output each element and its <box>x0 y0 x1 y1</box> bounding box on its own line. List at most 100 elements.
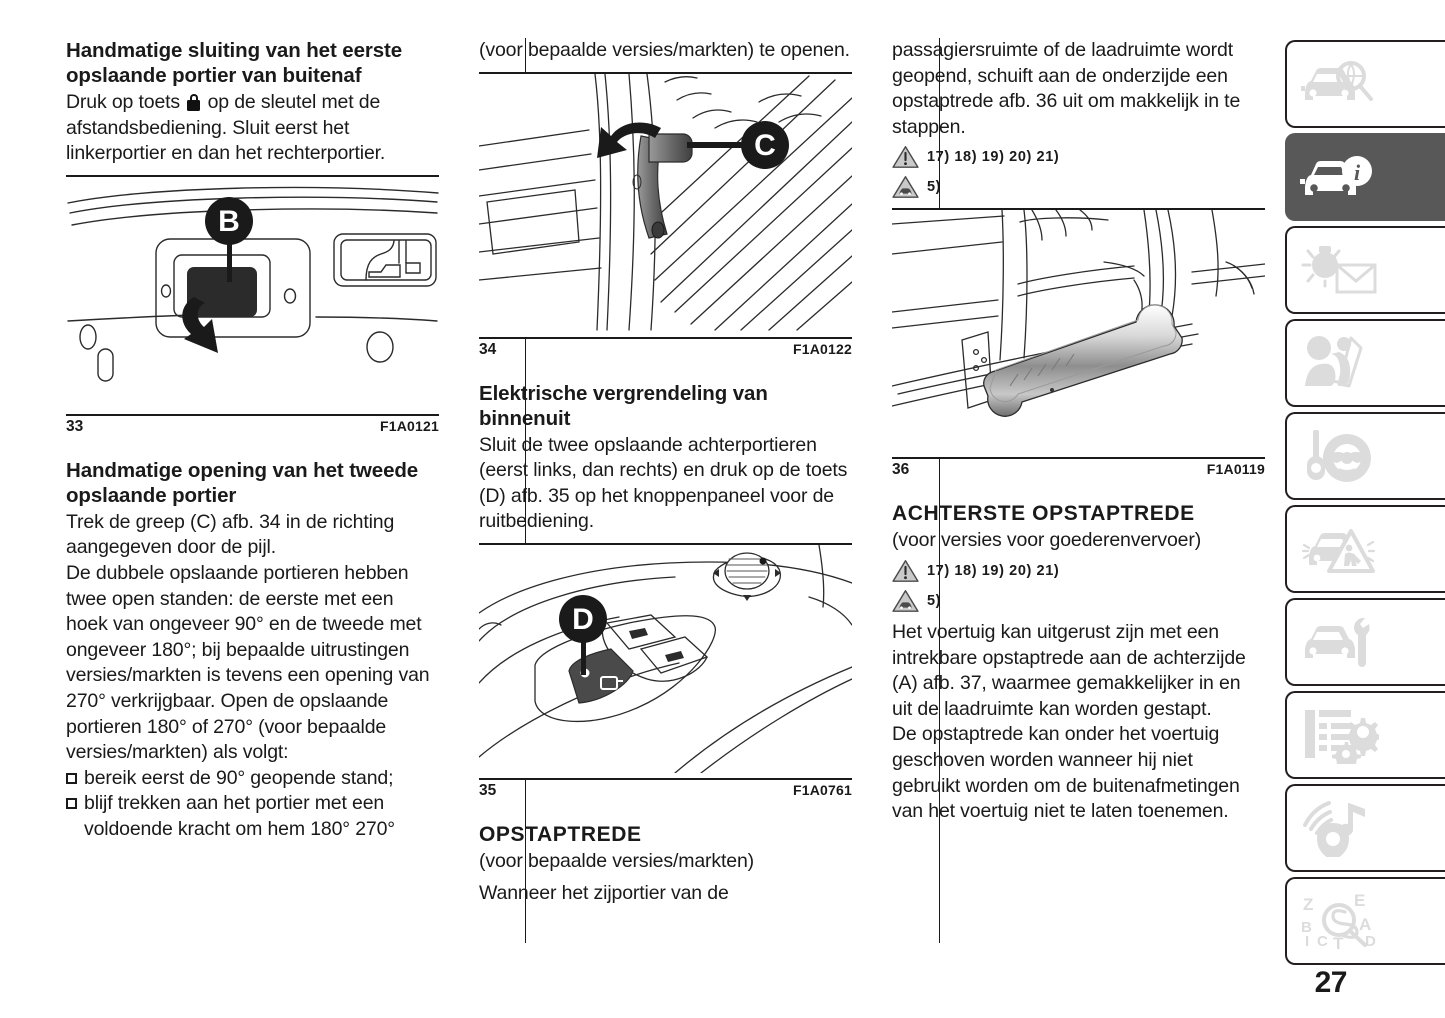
figure-34-callout-label: C <box>754 129 776 162</box>
figure-33-callout-dot <box>205 196 253 245</box>
figure-35-artwork: D <box>478 544 853 778</box>
tab-vehicle-info[interactable]: i <box>1285 133 1445 221</box>
figure-35-bottom-rule <box>479 777 852 780</box>
figure-36-code: F1A0119 <box>1206 461 1265 478</box>
svg-text:A: A <box>1359 915 1371 934</box>
tab-safety[interactable] <box>1285 319 1445 407</box>
figure-35-callout-label: D <box>572 603 594 636</box>
svg-text:Z: Z <box>1303 895 1313 914</box>
paragraph-retractable-step-rear: Het voertuig kan uitgerust zijn met een … <box>892 620 1246 720</box>
paragraph-for-goods-versions: (voor versies voor goederenvervoer) <box>892 529 1202 552</box>
paragraph-press-key-after: op de sleutel met de afstandsbediening. … <box>66 91 386 165</box>
figure-34-bottom-rule <box>479 336 852 339</box>
warning-refs-top-1: 17) 18) 19) 20) 21) <box>927 149 1060 166</box>
column-right: passagiersruimte of de laadruimte wordt … <box>891 38 1266 943</box>
svg-text:D: D <box>1365 933 1376 950</box>
warning-row-bottom-1: 17) 18) 19) 20) 21) <box>892 558 1265 584</box>
caution-vehicle-triangle-icon <box>892 176 919 199</box>
figure-36-number: 36 <box>892 461 910 479</box>
tab-index[interactable]: Z B I C T E A D <box>1285 877 1445 965</box>
warning-row-bottom-2: 5) <box>892 588 1265 614</box>
figure-33-illustration: B <box>67 186 439 382</box>
warning-triangle-icon <box>892 560 919 582</box>
figure-33-artwork: B <box>66 176 439 414</box>
heading-manual-close-first-door: Handmatige sluiting van het eerste opsla… <box>66 39 403 87</box>
heading-opstaptrede: OPSTAPTREDE <box>479 822 642 846</box>
figure-34-code: F1A0122 <box>793 340 852 357</box>
car-wrench-icon <box>1305 617 1370 667</box>
paragraph-when-side-door: Wanneer het zijportier van de <box>479 881 729 904</box>
figure-33-number: 33 <box>66 417 84 435</box>
column-left: Handmatige sluiting van het eerste opsla… <box>66 38 439 943</box>
figure-33-button <box>187 266 257 317</box>
warning-refs-top-2: 5) <box>927 179 942 196</box>
figure-36-caption: 36 F1A0119 <box>892 459 1265 479</box>
svg-text:i: i <box>1354 160 1361 185</box>
figure-35-lock-button <box>568 648 634 704</box>
car-warning-triangle-icon <box>1301 529 1376 573</box>
warning-refs-bottom-1: 17) 18) 19) 20) 21) <box>927 562 1060 579</box>
tab-technical-specs[interactable] <box>1285 691 1445 779</box>
car-magnifier-icon <box>1301 61 1373 101</box>
car-info-icon: i <box>1300 156 1372 195</box>
column-middle: (voor bepaalde versies/markten) te opene… <box>478 38 853 943</box>
tab-lights-signals[interactable] <box>1285 226 1445 314</box>
paragraph-step-slides-under-vehicle: De opstaptrede kan onder het voertuig ge… <box>892 723 1240 823</box>
svg-text:C: C <box>1317 933 1328 950</box>
warning-refs-bottom-2: 5) <box>927 592 942 609</box>
column-divider-2 <box>939 38 940 943</box>
figure-36-artwork <box>891 209 1266 458</box>
heading-manual-open-second-door: Handmatige opening van het tweede opslaa… <box>66 458 419 507</box>
figure-35-number: 35 <box>479 781 497 799</box>
figure-36-top-rule <box>892 208 1265 211</box>
bullet-square-icon <box>66 798 77 810</box>
figure-33: B 33 F1A0121 <box>66 174 439 436</box>
figure-33-arrow <box>182 296 218 353</box>
figure-34-number: 34 <box>479 340 497 358</box>
bullet-item-2-text: blijf trekken aan het portier met een vo… <box>84 792 395 840</box>
heading-achterste-opstaptrede: ACHTERSTE OPSTAPTREDE <box>892 502 1195 526</box>
figure-34: C 34 F1A0122 <box>478 71 853 359</box>
bullet-item-1: bereik eerst de 90° geopende stand; <box>66 766 439 792</box>
figure-33-top-rule <box>66 174 439 177</box>
figure-34-arrow <box>597 122 661 158</box>
figure-33-callout-label: B <box>218 205 240 238</box>
warning-row-top-2: 5) <box>892 174 1265 200</box>
key-steering-wheel-icon <box>1307 430 1371 482</box>
section-tab-sidebar: i <box>1285 40 1445 970</box>
svg-text:E: E <box>1354 892 1365 910</box>
document-gears-icon <box>1305 710 1379 764</box>
tab-maintenance[interactable] <box>1285 598 1445 686</box>
tab-vehicle-overview[interactable] <box>1285 40 1445 128</box>
figure-36: 36 F1A0119 <box>891 208 1266 479</box>
seatbelt-passenger-icon <box>1305 336 1363 388</box>
tab-emergency[interactable] <box>1285 505 1445 593</box>
svg-text:B: B <box>1301 919 1312 936</box>
figure-35-code: F1A0761 <box>793 781 852 798</box>
figure-35: D 35 F1A0761 <box>478 542 853 800</box>
paragraph-close-rear-doors: Sluit de twee opslaande achterportieren … <box>479 433 848 533</box>
figure-34-illustration: C <box>478 72 853 331</box>
figure-36-illustration <box>891 209 1266 418</box>
heading-electric-locking-inside: Elektrische vergrendeling van binnenuit <box>479 381 768 430</box>
alphabet-magnifier-icon: Z B I C T E A D <box>1301 892 1376 950</box>
paragraph-for-certain-versions-markets: (voor bepaalde versies/markten) <box>479 849 754 872</box>
figure-36-bottom-rule <box>892 457 1265 460</box>
paragraph-passenger-cargo-step: passagiersruimte of de laadruimte wordt … <box>892 39 1241 138</box>
warning-triangle-icon <box>892 146 919 169</box>
caution-vehicle-triangle-icon <box>892 590 919 612</box>
figure-34-caption: 34 F1A0122 <box>479 339 852 359</box>
paragraph-pull-handle-c: Trek de greep (C) afb. 34 in de richting… <box>66 510 395 559</box>
page-number: 27 <box>1314 966 1348 999</box>
tab-starting-driving[interactable] <box>1285 412 1445 500</box>
svg-text:T: T <box>1333 934 1344 950</box>
figure-35-illustration: D <box>478 544 853 774</box>
paragraph-press-key-before: Druk op toets <box>66 91 186 113</box>
column-divider-1 <box>525 38 526 943</box>
figure-33-caption: 33 F1A0121 <box>66 416 439 436</box>
svg-text:I: I <box>1305 933 1309 950</box>
tab-multimedia[interactable] <box>1285 784 1445 872</box>
lock-icon <box>187 94 201 111</box>
bullet-square-icon <box>66 772 77 784</box>
